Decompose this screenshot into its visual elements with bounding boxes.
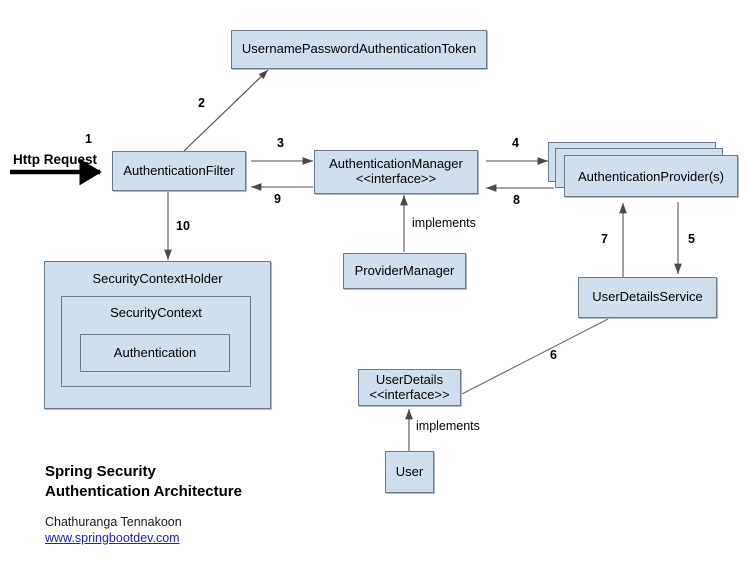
step-4-label: 4 — [512, 136, 519, 150]
node-label: AuthenticationProvider(s) — [578, 168, 724, 184]
node-username-password-authentication-token[interactable]: UsernamePasswordAuthenticationToken — [231, 30, 487, 69]
node-authentication-filter[interactable]: AuthenticationFilter — [112, 151, 246, 191]
step-3-label: 3 — [277, 136, 284, 150]
node-user-details[interactable]: UserDetails <<interface>> — [358, 369, 461, 406]
node-user[interactable]: User — [385, 451, 434, 493]
step-10-label: 10 — [176, 219, 190, 233]
step-9-label: 9 — [274, 192, 281, 206]
implements-provider-manager-label: implements — [412, 216, 476, 230]
node-label: AuthenticationFilter — [123, 162, 235, 178]
node-authentication-provider-stack[interactable]: AuthenticationProvider(s) — [548, 142, 740, 204]
step-5-label: 5 — [688, 232, 695, 246]
arrow-step-6 — [461, 318, 609, 395]
security-context-label: SecurityContext — [110, 305, 202, 320]
step-1-label: 1 — [85, 132, 92, 146]
node-security-context-holder[interactable]: SecurityContextHolder SecurityContext Au… — [44, 261, 271, 409]
node-label: UserDetailsService — [592, 289, 703, 305]
diagram-title: Spring Security Authentication Architect… — [45, 463, 242, 501]
step-6-label: 6 — [550, 348, 557, 362]
node-user-details-service[interactable]: UserDetailsService — [578, 277, 717, 318]
node-label: User — [395, 463, 424, 479]
security-context-holder-label: SecurityContextHolder — [92, 271, 223, 286]
http-request-label: Http Request — [13, 152, 97, 167]
implements-user-label: implements — [416, 419, 480, 433]
node-label: UsernamePasswordAuthenticationToken — [241, 41, 477, 57]
step-8-label: 8 — [513, 193, 520, 207]
arrow-step-2 — [183, 69, 269, 152]
node-provider-manager[interactable]: ProviderManager — [343, 253, 466, 289]
node-label: AuthenticationManager <<interface>> — [329, 156, 463, 186]
node-label: UserDetails <<interface>> — [369, 371, 450, 402]
node-label: Authentication — [113, 344, 197, 360]
author-name: Chathuranga Tennakoon — [45, 515, 182, 529]
step-2-label: 2 — [198, 96, 205, 110]
node-authentication[interactable]: Authentication — [80, 334, 230, 372]
node-authentication-manager[interactable]: AuthenticationManager <<interface>> — [314, 150, 478, 194]
node-authentication-provider[interactable]: AuthenticationProvider(s) — [564, 155, 738, 197]
node-security-context[interactable]: SecurityContext Authentication — [61, 296, 251, 387]
node-label: ProviderManager — [354, 262, 455, 278]
step-7-label: 7 — [601, 232, 608, 246]
website-link[interactable]: www.springbootdev.com — [45, 531, 180, 545]
